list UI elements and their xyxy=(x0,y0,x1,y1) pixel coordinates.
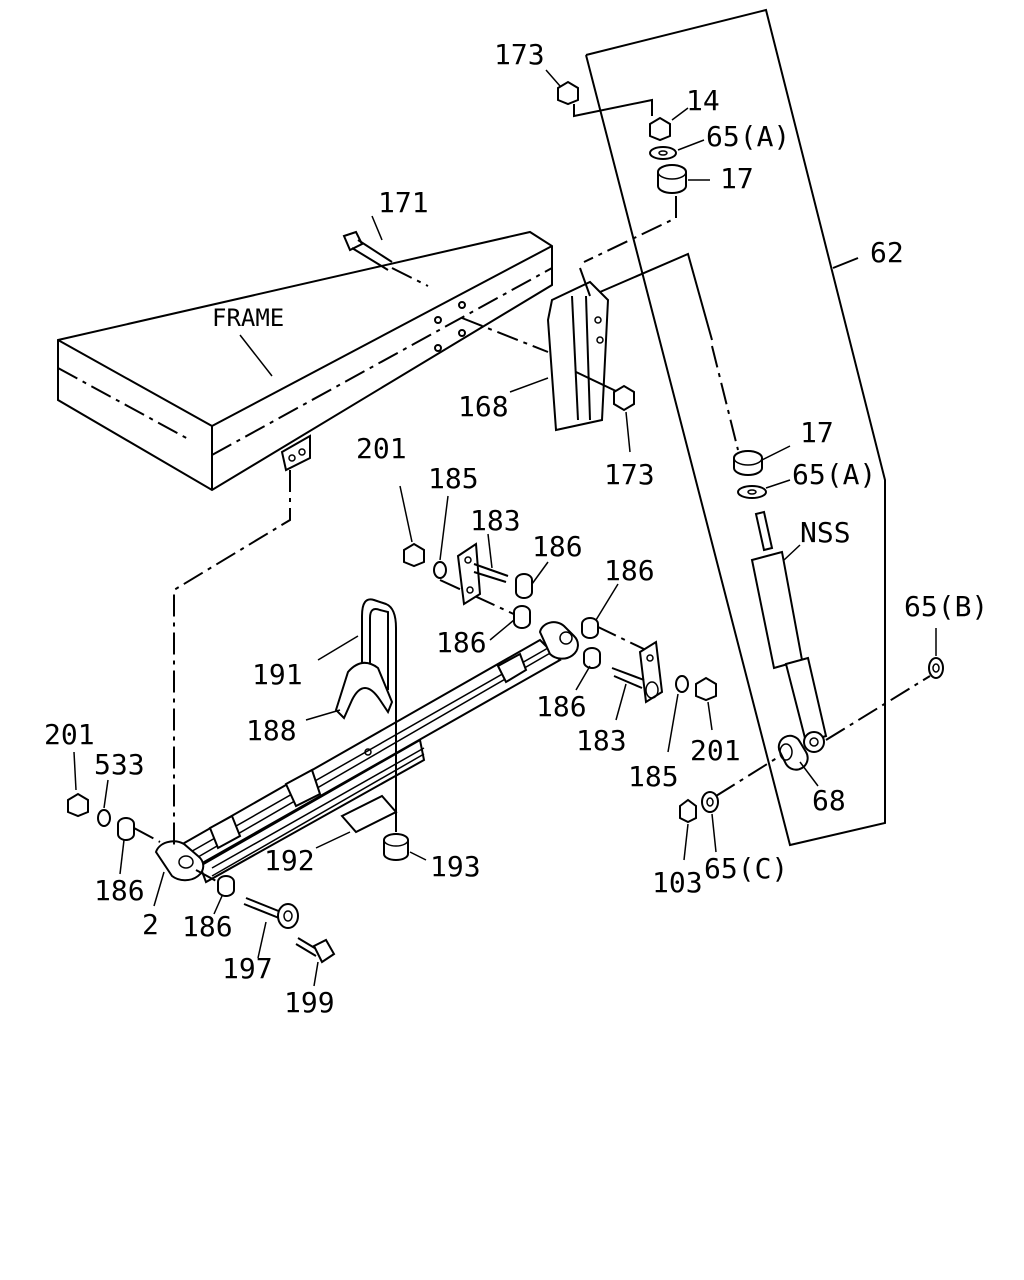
label-186-c: 186 xyxy=(604,554,655,587)
spring-seat-188 xyxy=(305,661,394,721)
label-nss: NSS xyxy=(800,516,851,549)
label-186-d: 186 xyxy=(536,690,587,723)
shock-bracket-168 xyxy=(509,267,610,432)
label-65a-lower: 65(A) xyxy=(792,458,876,491)
spring-eye-2 xyxy=(153,840,205,907)
label-168: 168 xyxy=(458,390,509,423)
label-183-lower: 183 xyxy=(576,724,627,757)
bushing-186-a xyxy=(515,561,549,599)
clip-533 xyxy=(97,779,111,827)
u-bolt-191 xyxy=(317,598,397,690)
label-173-lower: 173 xyxy=(604,458,655,491)
nut-173-upper xyxy=(545,69,579,106)
label-533: 533 xyxy=(94,748,145,781)
label-201-lower: 201 xyxy=(690,734,741,767)
label-193: 193 xyxy=(430,850,481,883)
bushing-186-f xyxy=(213,875,235,915)
bushing-17-lower xyxy=(733,445,791,476)
washer-185-lower xyxy=(667,675,689,753)
washer-65b xyxy=(928,628,944,679)
nut-201-front xyxy=(67,751,89,818)
washer-185-upper xyxy=(433,495,449,579)
washer-65c xyxy=(701,791,719,853)
label-171: 171 xyxy=(378,186,429,219)
label-62: 62 xyxy=(870,236,904,269)
label-192: 192 xyxy=(264,844,315,877)
washer-65a-upper xyxy=(649,139,705,160)
shackle-183-upper xyxy=(456,533,509,606)
label-186-b: 186 xyxy=(436,626,487,659)
leaf-spring xyxy=(170,638,562,884)
nut-103 xyxy=(679,798,697,861)
bolt-199 xyxy=(295,937,336,987)
label-191: 191 xyxy=(252,658,303,691)
label-68: 68 xyxy=(812,784,846,817)
label-186-a: 186 xyxy=(532,530,583,563)
label-17-lower: 17 xyxy=(800,416,834,449)
label-183-upper: 183 xyxy=(470,504,521,537)
bushing-17-upper xyxy=(657,164,710,194)
label-197: 197 xyxy=(222,952,273,985)
assembly-bracket-62 xyxy=(585,8,886,847)
nut-201-upper xyxy=(399,485,425,568)
label-185-lower: 185 xyxy=(628,760,679,793)
bolt-171 xyxy=(342,215,429,287)
plate-192 xyxy=(315,794,398,849)
shock-absorber-nss xyxy=(750,510,828,753)
label-201-upper: 201 xyxy=(356,432,407,465)
nut-173-lower xyxy=(613,384,635,453)
frame-rail xyxy=(57,230,553,492)
label-17-upper: 17 xyxy=(720,162,754,195)
label-65c: 65(C) xyxy=(704,852,788,885)
bushing-68 xyxy=(777,734,819,787)
shackle-183-lower xyxy=(611,640,664,721)
bushing-186-d xyxy=(575,647,601,691)
label-186-e: 186 xyxy=(94,874,145,907)
nut-14 xyxy=(649,107,689,142)
washer-65a-lower xyxy=(737,479,791,499)
pin-197 xyxy=(243,897,299,959)
label-2: 2 xyxy=(142,908,159,941)
label-186-f: 186 xyxy=(182,910,233,943)
label-201-front: 201 xyxy=(44,718,95,751)
label-103: 103 xyxy=(652,866,703,899)
nut-201-lower xyxy=(695,676,717,731)
bushing-186-c xyxy=(581,583,619,639)
label-188: 188 xyxy=(246,714,297,747)
label-65a-upper: 65(A) xyxy=(706,120,790,153)
bushing-186-b xyxy=(489,605,531,641)
frame-label: FRAME xyxy=(212,304,284,332)
label-173-upper: 173 xyxy=(494,38,545,71)
nut-193 xyxy=(383,833,427,861)
label-14: 14 xyxy=(686,84,720,117)
label-185-upper: 185 xyxy=(428,462,479,495)
spring-eye-rear xyxy=(538,621,579,660)
bushing-186-e xyxy=(117,817,135,875)
label-199: 199 xyxy=(284,986,335,1019)
label-65b: 65(B) xyxy=(904,590,988,623)
